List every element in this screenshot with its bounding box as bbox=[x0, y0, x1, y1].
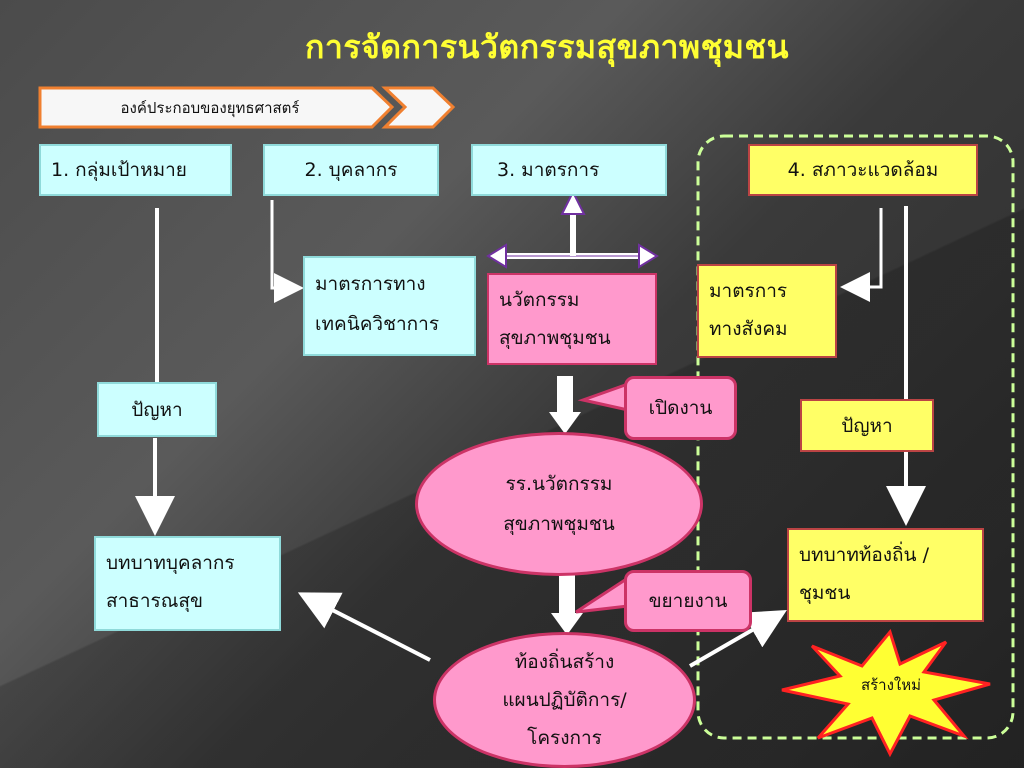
local-plan-line-2: แผนปฏิบัติการ/ bbox=[502, 689, 627, 711]
callout-expand: ขยายงาน bbox=[624, 570, 752, 632]
staff-role-line-1: บทบาทบุคลากร bbox=[106, 552, 235, 574]
arrow-environment-to-social bbox=[840, 208, 883, 302]
header-target-group: 1. กลุ่มเป้าหมาย bbox=[39, 144, 232, 196]
tech-measures-box: มาตรการทาง เทคนิควิชาการ bbox=[303, 256, 476, 356]
local-plan-line-1: ท้องถิ่นสร้าง bbox=[514, 651, 615, 673]
school-line-2: สุขภาพชุมชน bbox=[503, 513, 615, 535]
arrow-plan-to-local-role bbox=[688, 609, 787, 668]
banner-chevrons bbox=[38, 86, 456, 129]
problem-left-box: ปัญหา bbox=[97, 382, 217, 437]
local-plan-ellipse: ท้องถิ่นสร้าง แผนปฏิบัติการ/ โครงการ bbox=[433, 632, 696, 768]
local-plan-line-3: โครงการ bbox=[527, 727, 602, 749]
social-measures-line-1: มาตรการ bbox=[709, 280, 788, 302]
local-role-line-1: บทบาทท้องถิ่น / bbox=[799, 544, 929, 566]
staff-role-line-2: สาธารณสุข bbox=[106, 590, 203, 612]
tech-measures-line-2: เทคนิควิชาการ bbox=[315, 313, 440, 335]
arrow-plan-to-staff-role bbox=[297, 592, 431, 662]
innovation-line-1: นวัตกรรม bbox=[499, 289, 580, 311]
school-ellipse: รร.นวัตกรรม สุขภาพชุมชน bbox=[415, 432, 703, 576]
starburst-shape bbox=[781, 628, 991, 758]
callout-open: เปิดงาน bbox=[624, 376, 737, 440]
staff-role-box: บทบาทบุคลากร สาธารณสุข bbox=[94, 536, 281, 631]
arrow-school-to-plan bbox=[551, 575, 583, 635]
header-environment: 4. สภาวะแวดล้อม bbox=[748, 144, 978, 196]
new-label: สร้างใหม่ bbox=[860, 676, 922, 694]
social-measures-line-2: ทางสังคม bbox=[709, 318, 788, 340]
header-personnel: 2. บุคลากร bbox=[263, 144, 439, 196]
tech-measures-line-1: มาตรการทาง bbox=[315, 273, 426, 295]
problem-right-box: ปัญหา bbox=[800, 399, 934, 452]
header-measures: 3. มาตรการ bbox=[471, 144, 667, 196]
arrow-innovation-to-school bbox=[549, 376, 581, 434]
callout-expand-pointer bbox=[575, 575, 630, 614]
arrow-personnel-to-tech bbox=[270, 200, 304, 303]
local-role-line-2: ชุมชน bbox=[799, 582, 851, 604]
social-measures-box: มาตรการ ทางสังคม bbox=[697, 264, 837, 358]
measures-purple-arrows bbox=[486, 189, 659, 269]
school-line-1: รร.นวัตกรรม bbox=[505, 473, 613, 495]
callout-open-pointer bbox=[577, 381, 630, 412]
banner-label: องค์ประกอบของยุทธศาสตร์ bbox=[120, 99, 300, 117]
innovation-box: นวัตกรรม สุขภาพชุมชน bbox=[487, 273, 657, 365]
page-title: การจัดการนวัตกรรมสุขภาพชุมชน bbox=[304, 28, 790, 66]
local-role-box: บทบาทท้องถิ่น / ชุมชน bbox=[787, 528, 984, 622]
innovation-line-2: สุขภาพชุมชน bbox=[499, 327, 611, 349]
